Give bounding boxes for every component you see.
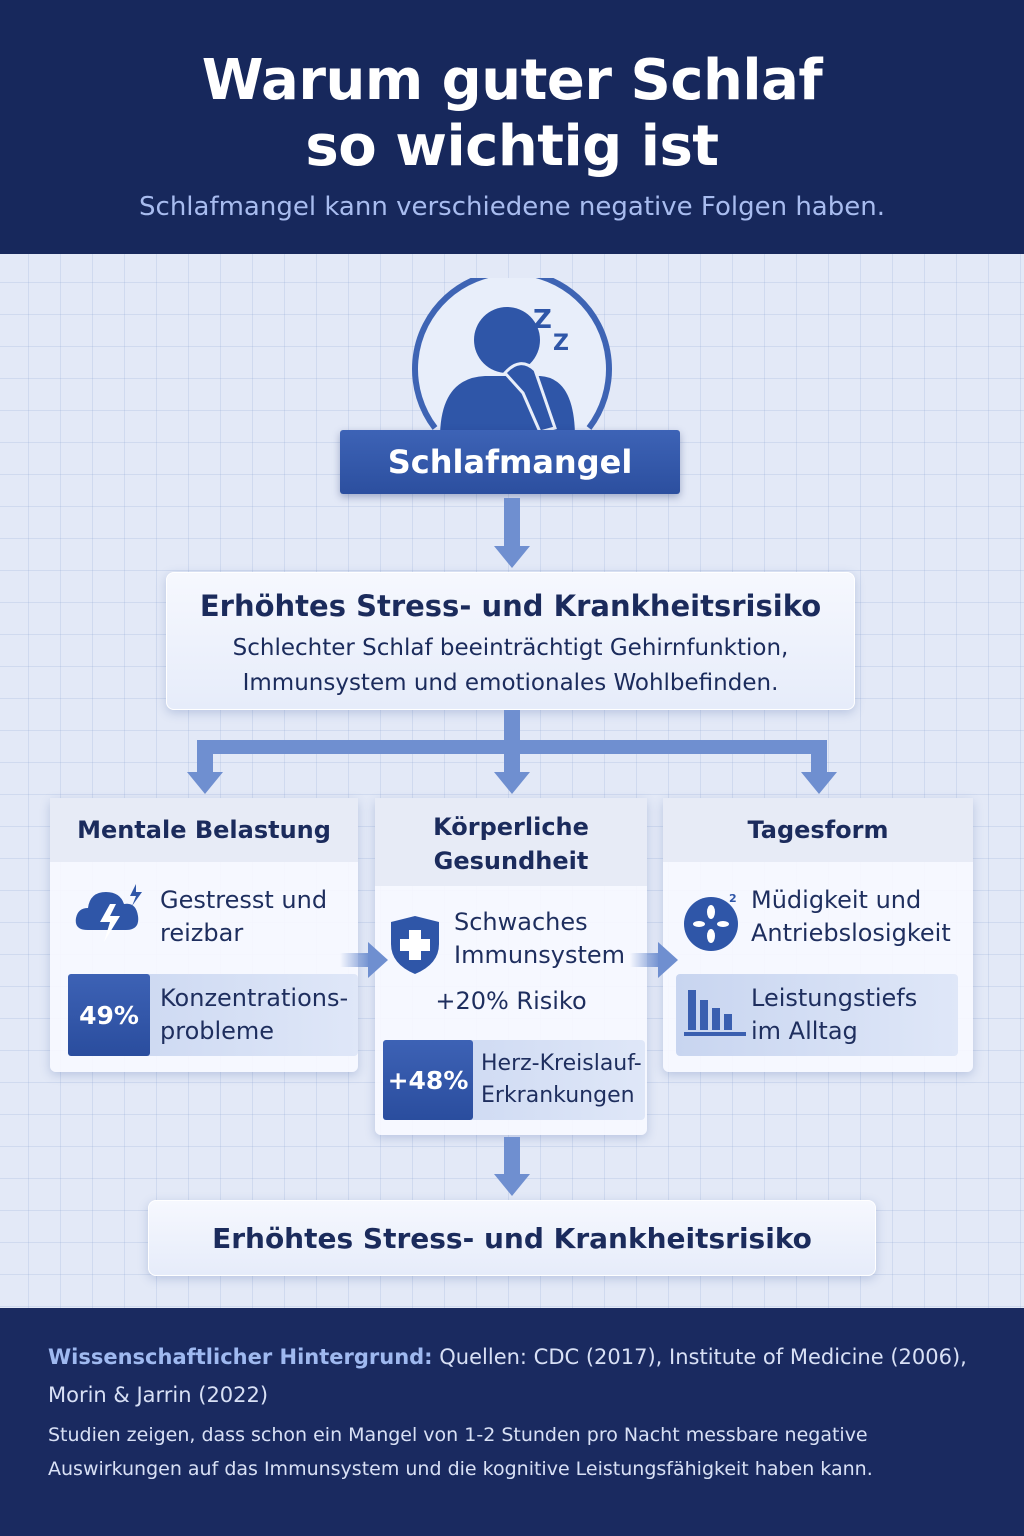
card-mentale-belastung: Mentale Belastung Gestresst und reizbar 4…	[50, 798, 358, 1072]
arrow-head	[494, 772, 530, 794]
yawning-person-icon: Z Z	[412, 278, 612, 438]
arrow-head	[494, 1174, 530, 1196]
item-line: Antriebslosigkeit	[751, 919, 951, 947]
item-line: Gestresst und	[160, 886, 328, 914]
bottom-box: Erhöhtes Stress- und Krankheitsrisiko	[148, 1200, 876, 1276]
connector-horizontal	[197, 740, 827, 754]
page-subtitle: Schlafmangel kann verschiedene negative …	[139, 192, 885, 222]
stat-text: Herz-Kreislauf- Erkrankungen	[481, 1048, 642, 1112]
bottom-box-title: Erhöhtes Stress- und Krankheitsrisiko	[212, 1222, 812, 1255]
connector	[197, 740, 213, 774]
title-line: Körperliche	[433, 813, 589, 841]
fatigue-icon: 2	[684, 892, 738, 951]
stat-line: Konzentrations-	[160, 984, 349, 1012]
arrow-head	[658, 942, 678, 978]
arrow-head	[368, 942, 388, 978]
sources-text: Quellen: CDC (2017), Institute of Medici…	[432, 1345, 967, 1369]
arrow-right	[340, 953, 370, 967]
note-line: Studien zeigen, dass schon ein Mangel vo…	[48, 1424, 868, 1446]
footer: Wissenschaftlicher Hintergrund: Quellen:…	[0, 1308, 1024, 1536]
bar-chart-decline-icon	[684, 990, 746, 1036]
stress-cloud-lightning-icon	[75, 884, 142, 942]
arrow-down	[504, 1137, 520, 1175]
svg-text:2: 2	[729, 892, 737, 905]
stat-row: +48% Herz-Kreislauf- Erkrankungen	[383, 1040, 645, 1120]
title-line-2: so wichtig ist	[305, 114, 719, 179]
arrow-down	[504, 498, 520, 546]
title-line: Gesundheit	[433, 847, 589, 875]
risk-box: Erhöhtes Stress- und Krankheitsrisiko Sc…	[166, 572, 855, 710]
arrow-right	[630, 953, 660, 967]
item-line: Immunsystem	[454, 941, 626, 969]
card-title: Mentale Belastung	[50, 798, 358, 862]
sources-label: Wissenschaftlicher Hintergrund:	[48, 1345, 433, 1369]
footer-note: Studien zeigen, dass schon ein Mangel vo…	[48, 1418, 998, 1486]
risk-box-text: Schlechter Schlaf beeinträchtigt Gehirnf…	[167, 631, 854, 701]
risk-box-title: Erhöhtes Stress- und Krankheitsrisiko	[199, 589, 822, 623]
connector	[811, 740, 827, 774]
arrow-head	[187, 772, 223, 794]
stat-row: 49% Konzentrations-probleme	[68, 974, 358, 1056]
svg-text:Z: Z	[553, 331, 569, 356]
stat-row: Leistungstiefs im Alltag	[676, 974, 958, 1056]
stat-line: Herz-Kreislauf-	[481, 1051, 642, 1076]
item-line: Müdigkeit und	[751, 886, 922, 914]
stat-line: Erkrankungen	[481, 1083, 635, 1108]
stat-text: Konzentrations-probleme	[160, 982, 348, 1048]
arrow-head	[801, 772, 837, 794]
stat-line: probleme	[160, 1017, 275, 1045]
item-text: Gestresst und reizbar	[160, 884, 327, 950]
card-title: Tagesform	[663, 798, 973, 862]
stat-value: +48%	[383, 1040, 473, 1120]
title-line-1: Warum guter Schlaf	[201, 48, 823, 113]
stat-line: Leistungstiefs	[751, 984, 918, 1012]
stat-text: Leistungstiefs im Alltag	[751, 982, 917, 1048]
item-line: reizbar	[160, 919, 244, 947]
schlafmangel-label: Schlafmangel	[340, 430, 680, 494]
risk-stat: +20% Risiko	[435, 987, 587, 1015]
sources: Wissenschaftlicher Hintergrund: Quellen:…	[48, 1338, 988, 1414]
risk-line-2: Immunsystem und emotionales Wohlbefinden…	[242, 670, 779, 696]
svg-text:Z: Z	[533, 305, 552, 335]
shield-cross-icon	[391, 916, 439, 974]
note-line: Auswirkungen auf das Immunsystem und die…	[48, 1458, 873, 1480]
item-line: Schwaches	[454, 908, 588, 936]
stat-line: im Alltag	[751, 1017, 858, 1045]
arrow-head	[494, 546, 530, 568]
stat-value: 49%	[68, 974, 150, 1056]
risk-line-1: Schlechter Schlaf beeinträchtigt Gehirnf…	[232, 635, 789, 661]
sources-text: Morin & Jarrin (2022)	[48, 1383, 269, 1407]
